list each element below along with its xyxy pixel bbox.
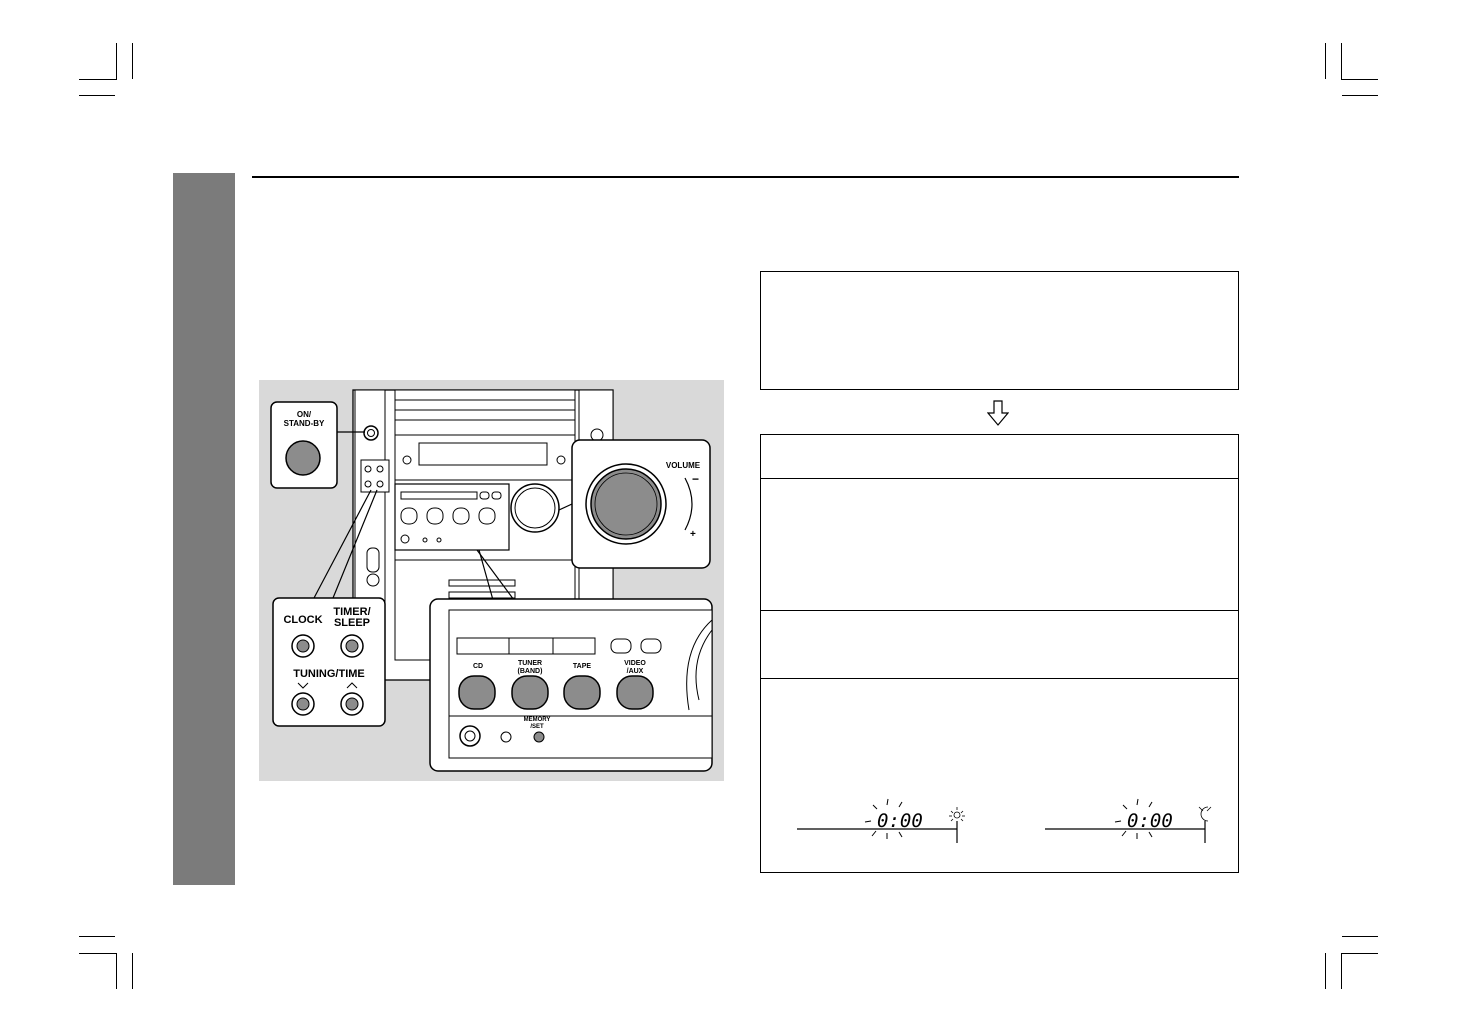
crop-mark [1341,43,1342,79]
volume-label: VOLUME [666,461,701,470]
crop-mark [1325,43,1326,79]
step-divider [761,478,1238,479]
display-clock-left: 0:00 [797,798,965,843]
step-divider [761,610,1238,611]
crop-mark [1342,95,1378,96]
on-standby-label-1: ON/ [297,410,312,419]
section-tab [173,173,235,885]
crop-mark [1342,936,1378,937]
sun-icon [949,807,965,822]
header-rule [252,176,1239,178]
sleep-label: SLEEP [334,617,370,629]
small-button[interactable] [500,731,512,743]
volume-minus-label: − [692,472,699,486]
crop-mark [132,43,133,79]
product-illustration: ON/ STAND-BY VOLUME − + CLOCK TIMER/ SLE… [259,380,724,781]
crop-mark [79,79,117,80]
tuner-band-button[interactable] [511,675,549,710]
cd-button[interactable] [458,675,496,710]
crop-mark [79,936,115,937]
stereo-unit-drawing: ON/ STAND-BY VOLUME − + CLOCK TIMER/ SLE… [270,389,713,772]
crop-mark [116,43,117,79]
display-time-left: 0:00 [877,810,923,832]
volume-plus-label: + [690,529,696,540]
volume-knob[interactable] [590,468,662,540]
crop-mark [1325,953,1326,989]
cd-label: CD [473,663,483,670]
crop-mark [1341,953,1378,954]
tape-label: TAPE [573,663,591,670]
crop-mark [1341,79,1378,80]
tape-button[interactable] [563,675,601,710]
display-time-right: 0:00 [1127,810,1173,832]
crop-mark [132,953,133,989]
set-label: /SET [530,724,544,730]
on-standby-button[interactable] [285,440,321,476]
tuner-label: TUNER [518,660,542,667]
memory-set-button[interactable] [533,731,545,743]
crop-mark [79,95,115,96]
band-label: (BAND) [518,668,543,675]
down-arrow-icon [987,400,1009,426]
timer-label: TIMER/ [333,606,370,618]
headphone-jack [459,725,481,747]
tuning-time-label: TUNING/TIME [293,668,365,680]
moon-icon [1198,806,1212,822]
video-label: VIDEO [624,660,646,667]
on-standby-label-2: STAND-BY [284,419,325,428]
display-clock-right: 0:00 [1045,798,1212,843]
crop-mark [1341,953,1342,989]
steps-box: 0:00 0:00 [760,434,1239,873]
crop-mark [116,953,117,989]
video-aux-button[interactable] [616,675,654,710]
memory-label: MEMORY [524,717,551,723]
clock-label: CLOCK [283,614,322,626]
crop-mark [79,953,117,954]
aux-label: /AUX [627,668,644,675]
step-divider [761,678,1238,679]
note-box [760,271,1239,390]
